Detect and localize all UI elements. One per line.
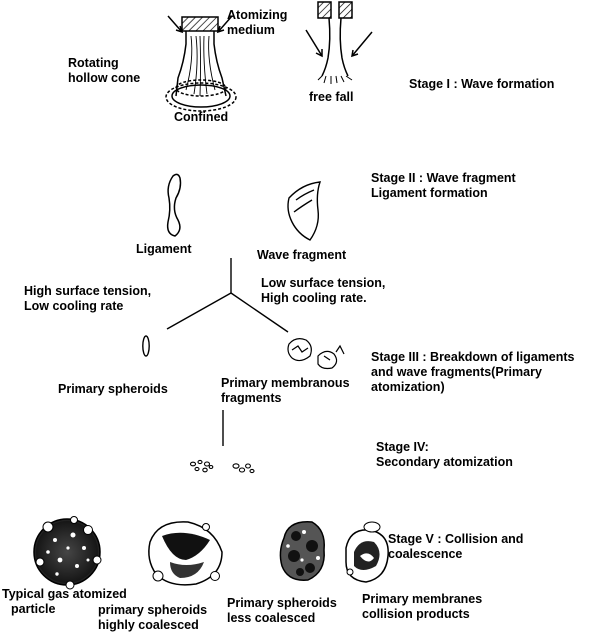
membrane-collision-particle (345, 521, 389, 583)
nozzle-right (338, 1, 353, 19)
ligament-shape (166, 173, 182, 237)
confined-nozzle (165, 15, 237, 112)
label-primary-spheroids: Primary spheroids (58, 382, 168, 396)
cone-left-wall (175, 31, 187, 97)
stage-4-title: Stage IV:Secondary atomization (376, 440, 513, 469)
liquid-stream (321, 17, 349, 77)
cone-right-wall (213, 31, 227, 97)
label-low-surface-tension: Low surface tension,High cooling rate. (261, 276, 386, 305)
hollow-cone-outer (165, 82, 237, 112)
label-wave-fragment: Wave fragment (257, 248, 347, 262)
branch-lines (166, 258, 289, 333)
gas-arrow-left (305, 29, 323, 57)
label-high-surface-tension: High surface tension,Low cooling rate (24, 284, 152, 313)
label-ligament: Ligament (136, 242, 192, 256)
highly-coalesced-particle (148, 521, 223, 586)
label-free-fall: free fall (309, 90, 354, 104)
nozzle-head (181, 16, 219, 32)
less-coalesced-particle (279, 521, 325, 581)
stage-1-title: Stage I : Wave formation (409, 77, 555, 91)
gas-arrowhead-right (216, 25, 225, 34)
liquid-sheet (185, 35, 216, 97)
gas-arrow-left (167, 15, 183, 33)
membranous-fragments (287, 338, 345, 370)
stream-breakup (317, 75, 353, 84)
secondary-droplets (189, 459, 255, 474)
hollow-cone-rim (171, 84, 231, 108)
free-fall-nozzle (305, 1, 373, 84)
gas-arrowhead-left (315, 49, 323, 58)
nozzle-left (317, 1, 332, 19)
gas-arrowhead-left (175, 25, 184, 34)
typical-gas-atomized-particle (33, 516, 102, 590)
wave-fragment-shape (287, 181, 322, 241)
gas-arrow-right (351, 31, 373, 57)
label-confined: Confined (174, 110, 229, 124)
gas-arrow-right (217, 15, 233, 33)
primary-spheroid-shape (142, 335, 150, 357)
gas-arrowhead-right (351, 49, 359, 58)
